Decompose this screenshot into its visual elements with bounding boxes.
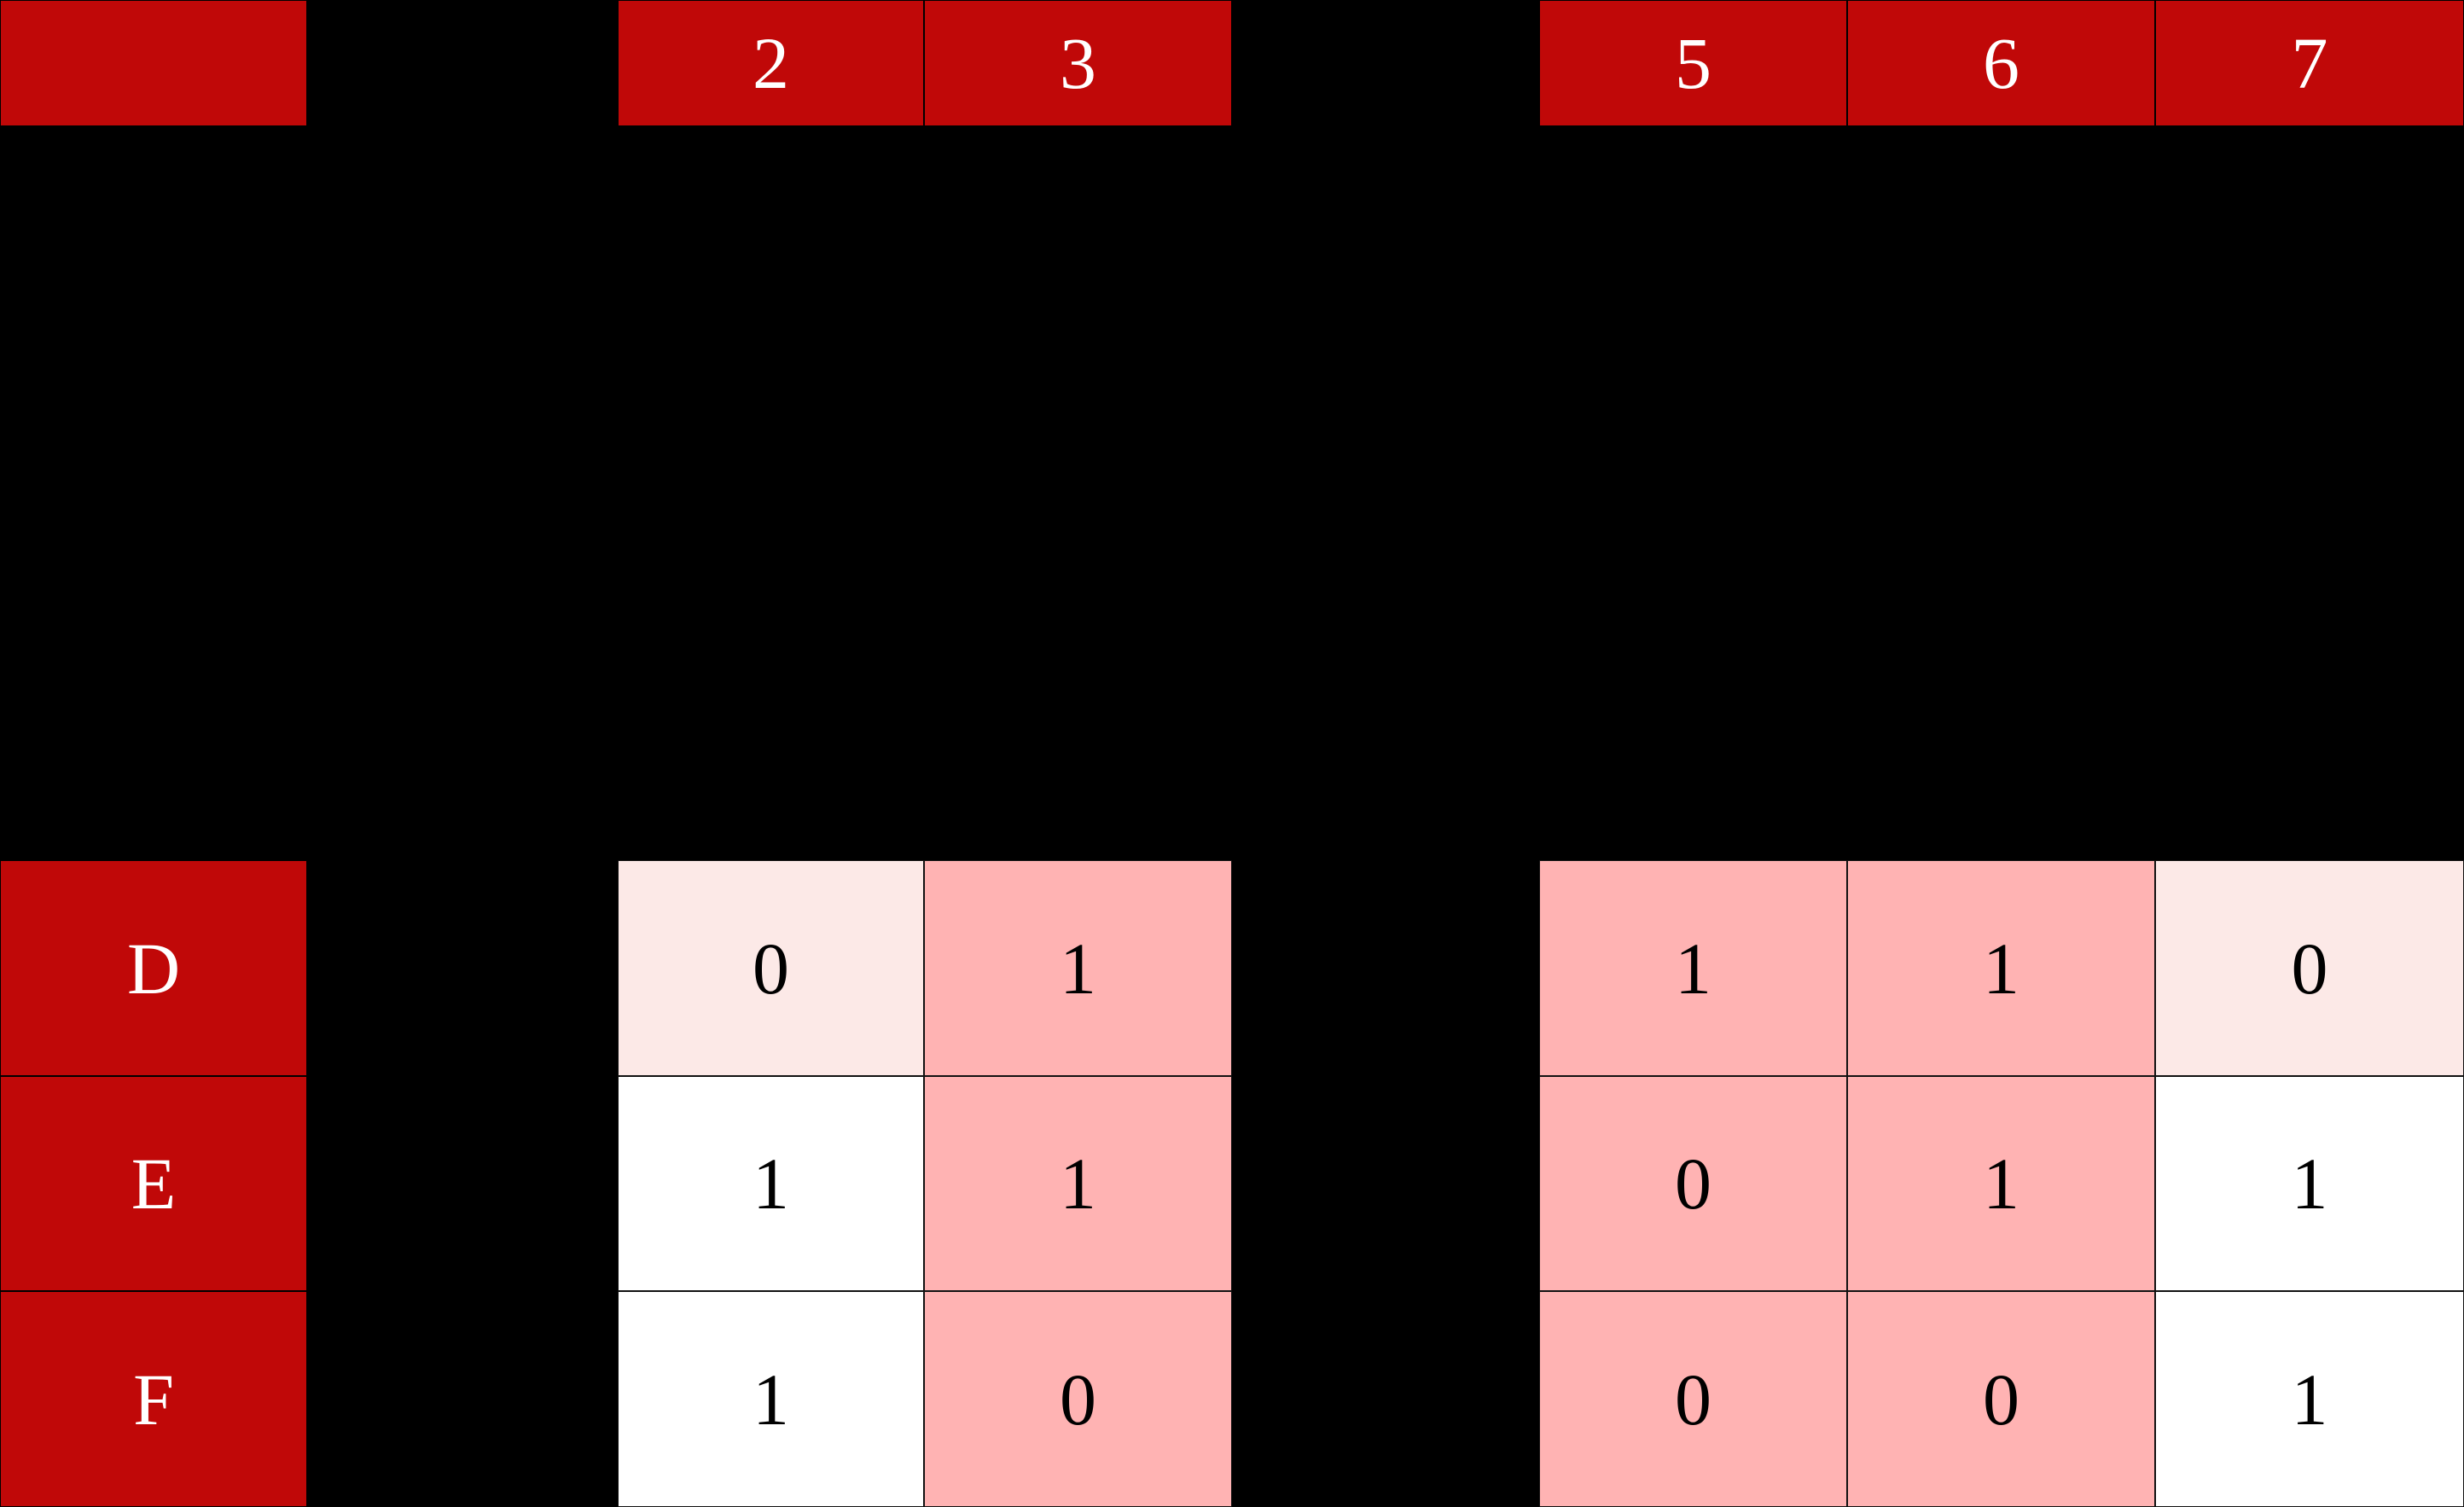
table-cell-E-5[interactable]: 0 [1539,1076,1847,1291]
column-header-7[interactable]: 7 [2155,0,2464,126]
table-cell-F-3[interactable]: 0 [924,1291,1232,1507]
table-cell-F-7[interactable]: 1 [2155,1291,2464,1507]
table-cell-F-5[interactable]: 0 [1539,1291,1847,1507]
table-cell-D-2[interactable]: 0 [618,860,924,1076]
column-header-6[interactable]: 6 [1847,0,2155,126]
row-header-D[interactable]: D [0,860,307,1076]
table-cell-E-6[interactable]: 1 [1847,1076,2155,1291]
column-header-3[interactable]: 3 [924,0,1232,126]
table-cell-E-3[interactable]: 1 [924,1076,1232,1291]
table-cell-D-3[interactable]: 1 [924,860,1232,1076]
column-header-2[interactable]: 2 [618,0,924,126]
column-header-5[interactable]: 5 [1539,0,1847,126]
table-cell-F-6[interactable]: 0 [1847,1291,2155,1507]
row-header-F[interactable]: F [0,1291,307,1507]
table-cell-D-5[interactable]: 1 [1539,860,1847,1076]
table-cell-D-7[interactable]: 0 [2155,860,2464,1076]
table-cell-D-6[interactable]: 1 [1847,860,2155,1076]
row-header-E[interactable]: E [0,1076,307,1291]
table-cell-E-2[interactable]: 1 [618,1076,924,1291]
table-cell-F-2[interactable]: 1 [618,1291,924,1507]
table-cell-E-7[interactable]: 1 [2155,1076,2464,1291]
table-corner-block [0,0,307,126]
